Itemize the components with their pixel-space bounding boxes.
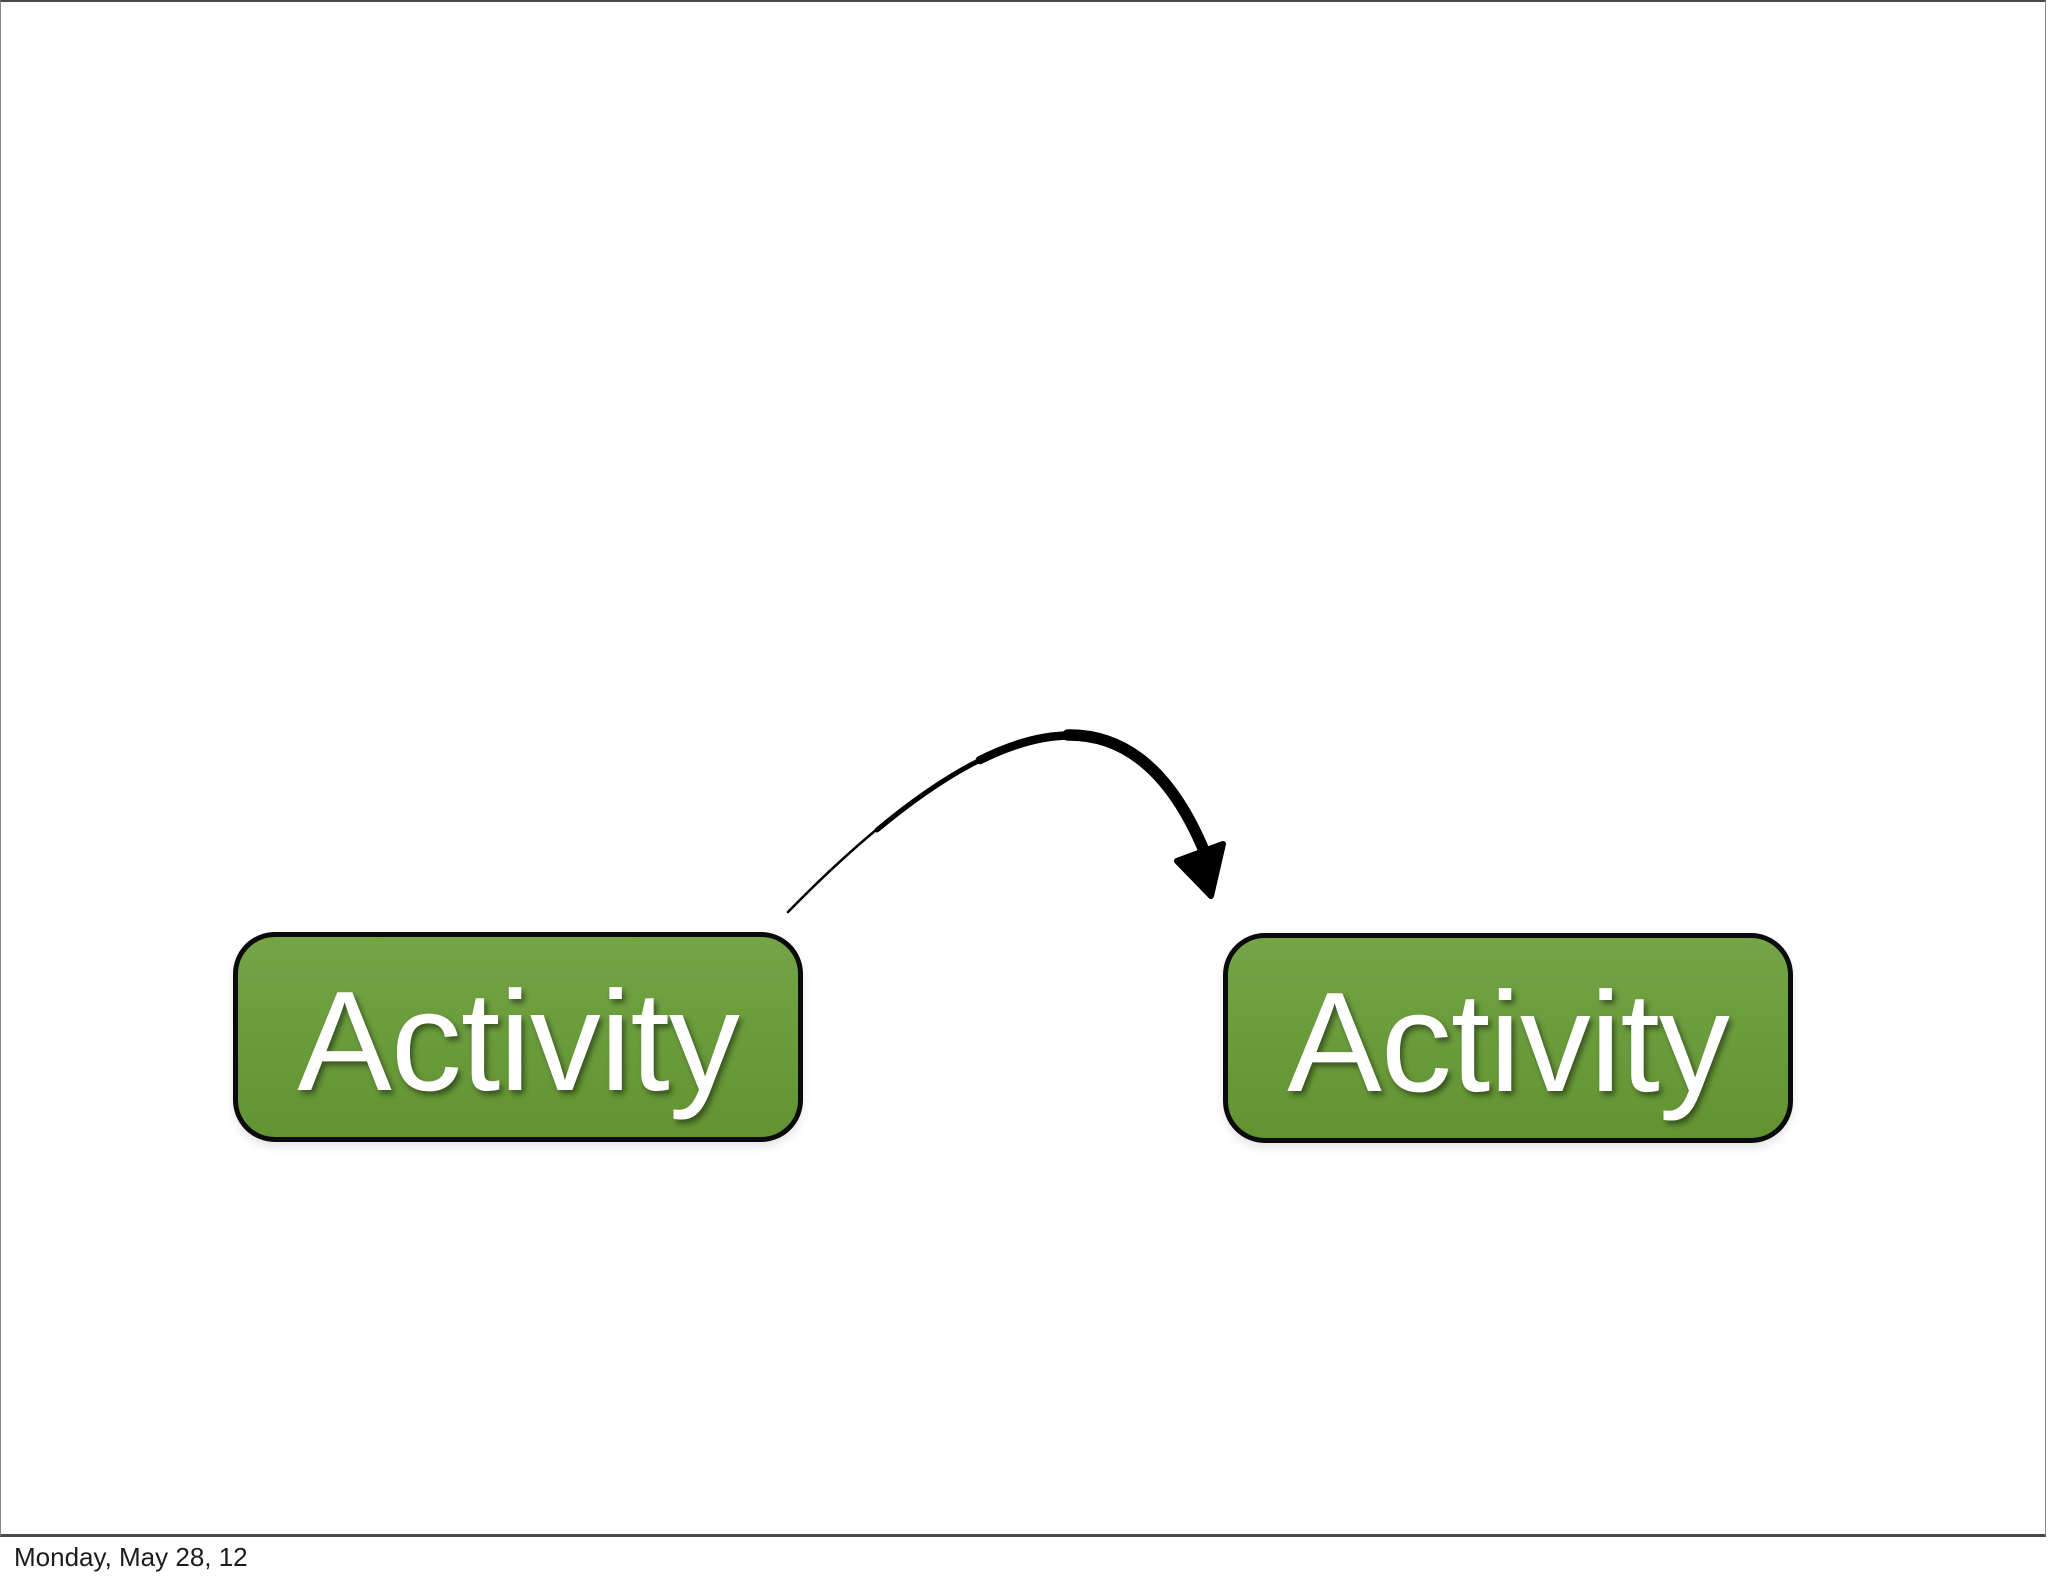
- footer-date-label: Monday, May 28, 12: [14, 1542, 248, 1572]
- activity-box-left: Activity: [233, 932, 803, 1142]
- activity-box-left-label: Activity: [297, 962, 740, 1121]
- presenter-footer: Monday, May 28, 12: [0, 1540, 2048, 1576]
- slide-canvas: [0, 0, 2046, 1537]
- activity-box-right: Activity: [1223, 933, 1793, 1143]
- activity-box-right-label: Activity: [1287, 963, 1730, 1122]
